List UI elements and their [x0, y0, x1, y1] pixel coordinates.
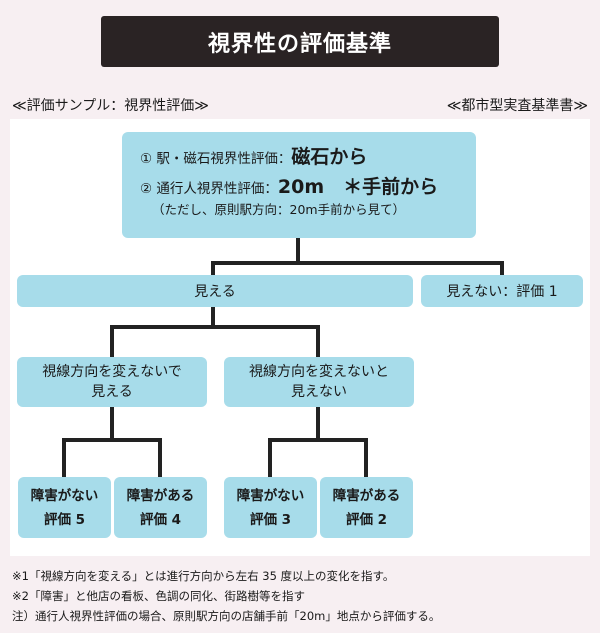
- leaf-line1: 障害がない: [236, 487, 305, 504]
- root-criteria-box: ① 駅・磁石視界性評価：磁石から ② 通行人視界性評価：20m ＊手前から （た…: [122, 132, 476, 238]
- no-change-line1: 視線方向を変えないで: [42, 364, 182, 380]
- not-visible-box: 見えない：評価 1: [421, 275, 583, 307]
- no-change-box: 視線方向を変えないで 見える: [17, 357, 207, 407]
- sample-label: ≪評価サンプル：視界性評価≫: [12, 98, 209, 114]
- leaf-rating-2: 障害がある 評価 2: [320, 477, 413, 538]
- root-line1-value: 磁石から: [291, 146, 368, 168]
- source-label: ≪都市型実査基準書≫: [446, 98, 588, 114]
- leaf-rating-3: 障害がない 評価 3: [224, 477, 317, 538]
- root-line2-prefix: ② 通行人視界性評価：: [140, 181, 278, 197]
- footnotes: ※1「視線方向を変える」とは進行方向から左右 35 度以上の変化を指す。 ※2「…: [12, 566, 440, 626]
- visible-box: 見える: [17, 275, 413, 307]
- no-change-line2: 見える: [91, 384, 133, 400]
- leaf-line1: 障害がある: [126, 487, 195, 504]
- visible-label: 見える: [194, 284, 236, 300]
- root-line3: （ただし、原則駅方向：20m手前から見て）: [152, 202, 406, 217]
- connector-root: [211, 238, 504, 275]
- connector-change: [268, 407, 368, 477]
- footnote-2: ※2「障害」と他店の看板、色調の同化、街路樹等を指す: [12, 589, 305, 603]
- root-line1-prefix: ① 駅・磁石視界性評価：: [140, 151, 292, 167]
- change-line1: 視線方向を変えないと: [249, 364, 389, 380]
- footnote-3: 注）通行人視界性評価の場合、原則駅方向の店舗手前「20m」地点から評価する。: [12, 609, 441, 623]
- root-line2-value: 20m ＊手前から: [277, 176, 439, 198]
- leaf-line2: 評価 2: [345, 511, 388, 528]
- not-visible-label: 見えない：評価 1: [446, 284, 558, 300]
- page-title: 視界性の評価基準: [101, 16, 499, 67]
- leaf-line2: 評価 3: [249, 511, 292, 528]
- leaf-rating-5: 障害がない 評価 5: [18, 477, 111, 538]
- leaf-line2: 評価 5: [43, 511, 86, 528]
- footnote-1: ※1「視線方向を変える」とは進行方向から左右 35 度以上の変化を指す。: [12, 569, 395, 583]
- leaf-line1: 障害がある: [332, 487, 401, 504]
- leaf-line1: 障害がない: [30, 487, 99, 504]
- change-line2: 見えない: [291, 384, 347, 400]
- leaf-rating-4: 障害がある 評価 4: [114, 477, 207, 538]
- connector-no-change: [62, 407, 162, 477]
- connector-visible: [110, 307, 320, 357]
- leaf-line2: 評価 4: [139, 511, 182, 528]
- change-box: 視線方向を変えないと 見えない: [224, 357, 414, 407]
